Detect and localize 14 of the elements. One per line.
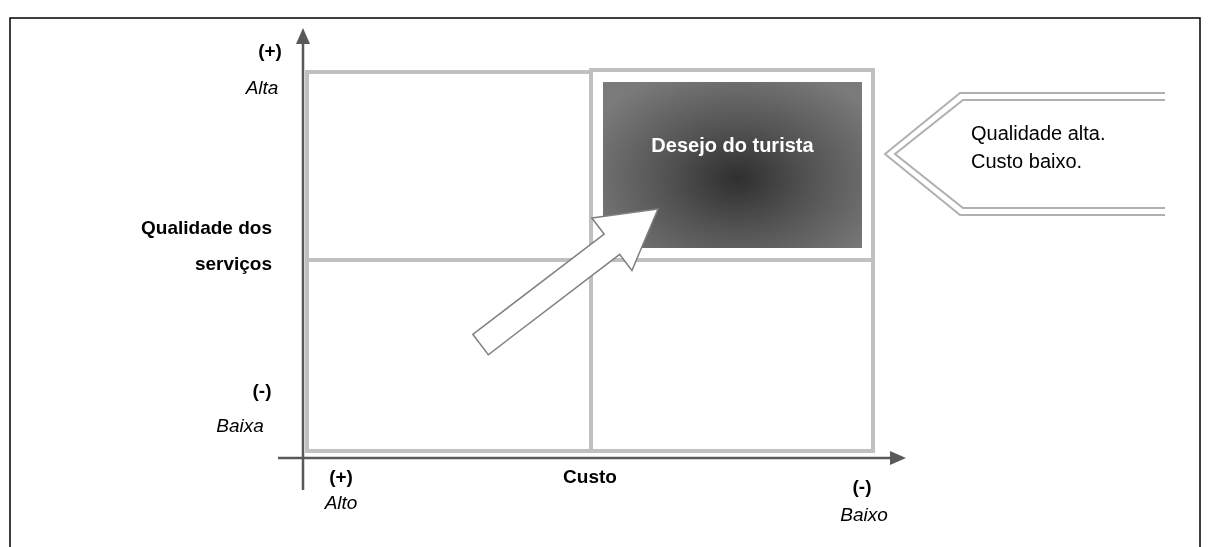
axis-label: Baixo	[840, 504, 888, 526]
axis-label: Qualidade dos serviços	[140, 216, 272, 276]
axis-label: Custo	[563, 466, 617, 488]
callout-text: Qualidade alta. Custo baixo.	[971, 121, 1107, 174]
axis-label: (-)	[252, 380, 272, 402]
axis-label: (+)	[329, 466, 353, 488]
axis-label: (+)	[258, 40, 282, 62]
callout-shape	[885, 93, 1165, 215]
highlight-box	[603, 82, 862, 248]
axis-label: Alta	[245, 77, 279, 99]
axis-label: Alto	[324, 492, 358, 514]
box-title: Desejo do turista	[651, 133, 814, 157]
axis-label: Baixa	[216, 415, 264, 437]
axis-label: (-)	[852, 476, 872, 498]
